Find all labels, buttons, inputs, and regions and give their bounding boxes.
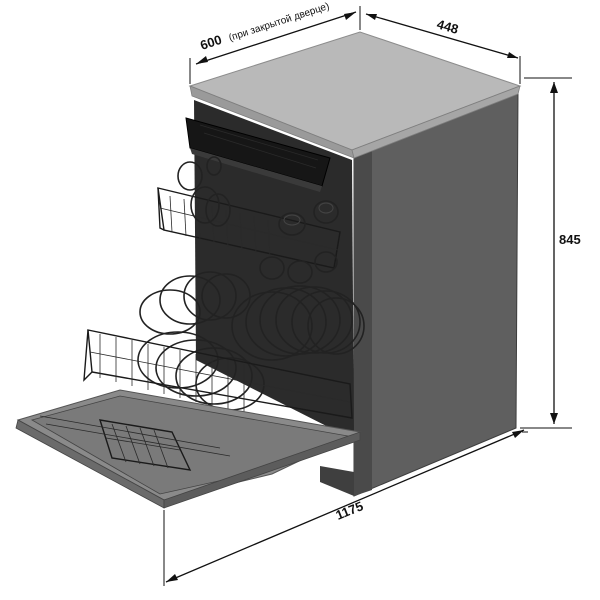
dimension-depth-open-value: 1175: [334, 498, 366, 522]
dimension-height: 845: [520, 78, 581, 428]
side-plinth: [320, 466, 354, 496]
dimension-width-value: 448: [435, 16, 460, 36]
dimension-depth-closed-value: 600: [198, 32, 223, 53]
side-panel: [354, 92, 518, 496]
dishwasher: [16, 32, 520, 508]
dimension-height-value: 845: [559, 232, 581, 247]
